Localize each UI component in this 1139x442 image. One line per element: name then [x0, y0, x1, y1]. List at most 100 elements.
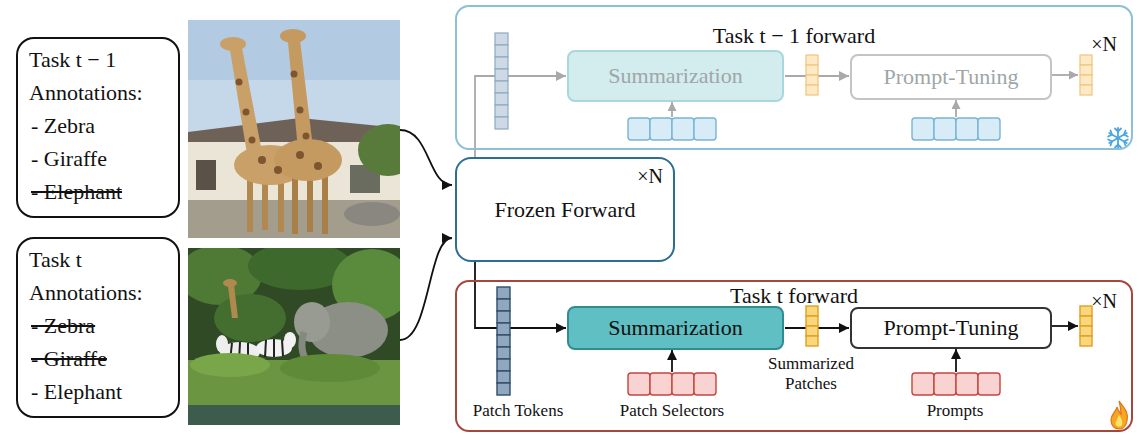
- patch-token-column-part: [497, 311, 510, 323]
- patch-token-column-part: [497, 371, 510, 383]
- giraffe-photo-part: [303, 133, 310, 140]
- giraffe-photo-part: [188, 20, 400, 238]
- zebra-elephant-photo-part: [216, 335, 228, 353]
- giraffe-photo-part: [230, 48, 262, 160]
- giraffe-photo-part: [314, 162, 322, 170]
- giraffe-photo-part: [297, 107, 304, 114]
- flow-arrow: [475, 262, 566, 328]
- output-column-part: [806, 316, 818, 326]
- input-arrows-part: [400, 130, 452, 185]
- feed-arrows-old-part: [671, 102, 673, 117]
- selector-row-part: [912, 373, 934, 395]
- output-column-old-part: [806, 65, 818, 75]
- patch-token-column-part: [497, 299, 510, 311]
- giraffe-photo-part: [274, 166, 282, 174]
- giraffe-photo-part: [291, 71, 298, 78]
- output-column-part: [806, 326, 818, 336]
- giraffe-photo-part: [296, 151, 304, 159]
- giraffe-photo-part: [220, 37, 246, 51]
- giraffe-photo-part: [243, 109, 250, 116]
- selector-row-part: [934, 373, 956, 395]
- flame-icon-part: [1111, 401, 1128, 429]
- annotation-item: - Zebra: [29, 309, 170, 342]
- repeat-mark: ×N: [1091, 33, 1117, 55]
- patch-token-column-part: [497, 335, 510, 347]
- feed-arrows-part: [671, 350, 673, 372]
- annotation-box: Task t − 1 Annotations:- Zebra- Giraffe-…: [16, 37, 180, 218]
- snowflake-icon: [652, 128, 1128, 259]
- selector-row-part: [978, 373, 1000, 395]
- patch-token-column-old-part: [495, 105, 508, 117]
- annotation-title: Task t − 1 Annotations:: [29, 43, 169, 109]
- forward-panel: Task t − 1 forward×N Summarization Prompt-…: [455, 5, 1133, 150]
- patch-token-column-part: [497, 347, 510, 359]
- output-column-part: [1080, 336, 1092, 346]
- selector-row-old-part: [934, 118, 956, 140]
- panel-title: Task t − 1 forward: [457, 23, 1131, 49]
- output-column-old-part: [806, 55, 818, 65]
- selector-row-old-part: [672, 118, 694, 140]
- zebra-elephant-photo-part: [188, 405, 400, 425]
- zebra-elephant-photo: [188, 248, 400, 425]
- process-box: Summarization: [567, 50, 784, 102]
- selector-row-part: [628, 373, 650, 395]
- feed-arrows-old-part: [1052, 74, 1078, 76]
- output-column-old-part: [1080, 65, 1092, 75]
- patch-token-column-part: [497, 359, 510, 371]
- patch-token-column-old-part: [495, 57, 508, 69]
- feed-arrows-part: [955, 349, 957, 372]
- selector-row-part: [672, 373, 694, 395]
- selector-row-old-part: [628, 118, 650, 140]
- annotation-item: - Giraffe: [29, 142, 170, 175]
- patch-token-column-old-part: [495, 33, 508, 45]
- zebra-elephant-photo-part: [280, 354, 380, 382]
- annotation-item: - Elephant: [29, 375, 170, 408]
- flow-arrow: [475, 76, 566, 157]
- output-column-part: [1080, 306, 1092, 316]
- giraffe-photo-part: [196, 160, 216, 190]
- repeat-mark: ×N: [637, 165, 663, 187]
- patch-token-column-part: [497, 323, 510, 335]
- zebra-elephant-photo-part: [228, 285, 238, 318]
- selector-row-part: [694, 373, 716, 395]
- part-label: Summarized Patches: [756, 354, 866, 394]
- patch-token-column-old: [495, 33, 508, 129]
- annotation-item: - Giraffe: [29, 342, 170, 375]
- box-label: Prompt-Tuning: [884, 315, 1019, 341]
- giraffe-photo-part: [280, 29, 306, 43]
- annotation-title: Task t Annotations:: [29, 243, 169, 309]
- annotation-item: - Elephant: [29, 175, 170, 208]
- box-label: Prompt-Tuning: [884, 64, 1019, 90]
- box-label: Frozen Forward: [494, 197, 635, 223]
- patch-token-column-old-part: [495, 117, 508, 129]
- zebra-elephant-photo-part: [190, 353, 270, 377]
- repeat-mark: ×N: [1091, 290, 1117, 312]
- patch-token-column-old-part: [495, 81, 508, 93]
- giraffe-photo: [188, 20, 400, 238]
- zebra-elephant-photo-part: [214, 294, 286, 342]
- giraffe-photo-part: [344, 202, 400, 226]
- patch-token-column-old-part: [495, 45, 508, 57]
- giraffe-photo-part: [249, 137, 256, 144]
- frozen-box: Frozen Forward×N: [455, 157, 675, 262]
- box-label: Summarization: [608, 63, 742, 89]
- process-box: Summarization: [567, 306, 784, 350]
- output-column-old-part: [806, 85, 818, 95]
- feed-arrows-part: [1052, 325, 1078, 327]
- feed-arrows-old-part: [955, 100, 957, 117]
- patch-token-column-old-part: [495, 93, 508, 105]
- panel-title: Task t forward: [457, 283, 1131, 309]
- zebra-elephant-photo-part: [223, 279, 237, 287]
- selector-row-old-part: [650, 118, 672, 140]
- input-arrows: [400, 130, 452, 340]
- output-column-old-part: [806, 75, 818, 85]
- part-label: Patch Tokens: [453, 401, 583, 421]
- process-box: Prompt-Tuning: [850, 307, 1052, 349]
- patch-token-column: [497, 287, 510, 395]
- zebra-elephant-photo-part: [282, 340, 283, 356]
- part-label: Prompts: [905, 401, 1005, 421]
- giraffe-photo-part: [236, 79, 243, 86]
- selector-row-part: [650, 373, 672, 395]
- output-column-part: [806, 336, 818, 346]
